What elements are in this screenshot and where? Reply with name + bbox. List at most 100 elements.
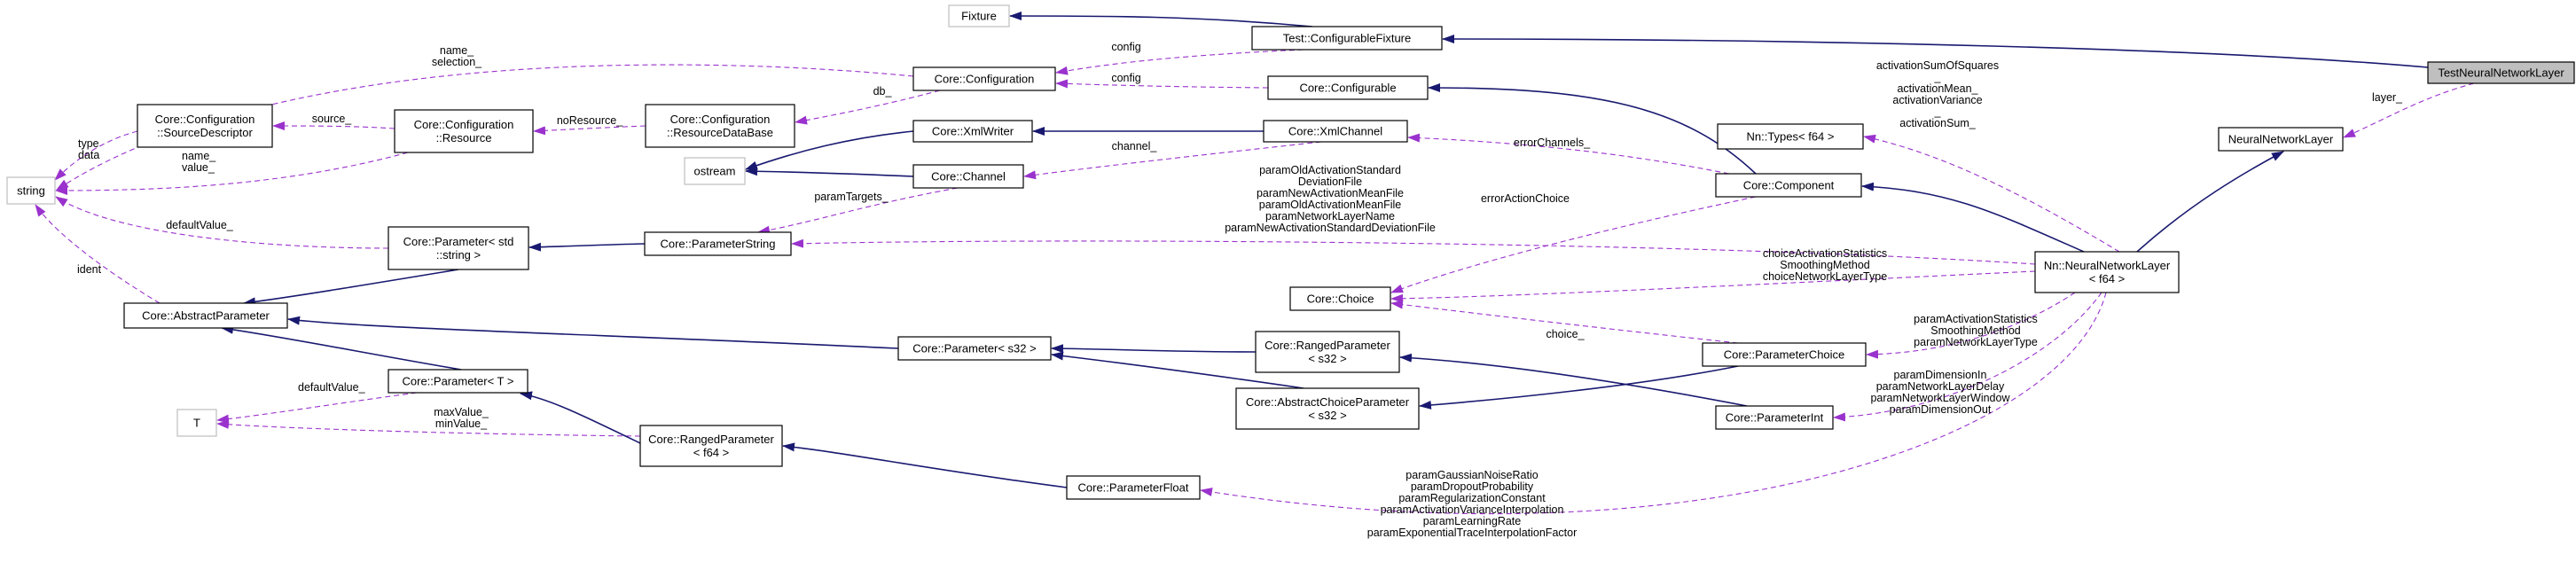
edge-label: noResource_ [557,114,623,127]
edge-label-line: paramNewActivationStandardDeviationFile [1225,222,1436,234]
class-node-label: Nn::NeuralNetworkLayer [2044,259,2171,272]
class-node-box[interactable] [1289,286,1391,311]
class-node-box[interactable] [388,369,529,394]
edge-label-line: paramExponentialTraceInterpolationFactor [1367,527,1577,539]
edge-label-line: SmoothingMethod [1780,259,1870,271]
class-node-testneuralnetworklayer[interactable]: TestNeuralNetworkLayer [2427,61,2575,84]
class-node-box[interactable] [1066,475,1201,500]
class-node-box[interactable] [1263,120,1408,143]
usage-arrow [1866,292,2076,359]
usage-arrow [1407,133,1730,175]
class-node-core-xmlchannel[interactable]: Core::XmlChannel [1263,120,1408,143]
class-node-core-parameter-t[interactable]: Core::Parameter< T > [388,369,529,394]
usage-arrow [55,152,409,195]
usage-arrow [791,238,2036,265]
class-node-core-configurable[interactable]: Core::Configurable [1267,75,1429,100]
class-node-box[interactable] [1717,123,1864,150]
class-node-string[interactable]: string [6,176,56,205]
class-node-core-abstractparameter[interactable]: Core::AbstractParameter [123,302,288,329]
usage-arrow [216,392,418,424]
class-node-box[interactable] [137,104,273,148]
class-node-box[interactable] [912,164,1024,189]
class-node-box[interactable] [684,157,746,185]
class-node-box[interactable] [2427,61,2575,84]
class-node-core-parameterstring[interactable]: Core::ParameterString [644,231,792,256]
inheritance-arrow [1051,344,1257,354]
class-node-fixture[interactable]: Fixture [948,4,1010,27]
class-node-test-configurablefixture[interactable]: Test::ConfigurableFixture [1251,26,1443,51]
class-node-core-parameter-s32[interactable]: Core::Parameter< s32 > [897,336,1052,361]
edge-label-line: minValue_ [435,418,488,430]
edge-label: errorChannels_ [1514,137,1591,149]
class-node-box[interactable] [912,66,1056,91]
inheritance-arrow [1442,35,2429,68]
edge-label-line: SmoothingMethod [1930,324,2021,337]
class-node-core-configuration-resourcedatabase[interactable]: Core::Configuration::ResourceDataBase [645,104,795,148]
class-node-core-configuration-sourcedescriptor[interactable]: Core::Configuration::SourceDescriptor [137,104,273,148]
class-node-box[interactable] [1251,26,1443,51]
class-node-box[interactable] [2034,251,2180,293]
class-node-box[interactable] [176,409,217,437]
class-node-core-parameter-std-string[interactable]: Core::Parameter< std::string > [388,226,529,270]
class-node-box[interactable] [123,302,288,329]
class-node-nn-neuralnetworklayer[interactable]: Nn::NeuralNetworkLayer< f64 > [2034,251,2180,293]
usage-arrow [795,90,941,125]
class-node-core-parameterchoice[interactable]: Core::ParameterChoice [1702,342,1867,367]
class-node-label: Core::XmlChannel [1288,125,1382,138]
edge-label-line: paramTargets_ [814,191,889,203]
class-node-neuralnetworklayer[interactable]: NeuralNetworkLayer [2218,127,2344,152]
edge-label: config [1111,41,1140,53]
class-node-box[interactable] [388,226,529,270]
class-node-box[interactable] [1255,331,1400,373]
edge-label: ident [77,263,102,276]
class-node-box[interactable] [948,4,1010,27]
class-node-core-component[interactable]: Core::Component [1715,173,1862,198]
inheritance-arrow [1009,12,1313,27]
edge-label-line: paramNetworkLayerType [1914,336,2038,348]
class-node-core-xmlwriter[interactable]: Core::XmlWriter [912,120,1033,143]
inheritance-arrow [745,130,914,170]
class-node-box[interactable] [1715,405,1834,430]
edge-label-line: paramOldActivationMeanFile [1259,199,1402,211]
edges-layer [35,12,2475,515]
class-node-core-configuration-resource[interactable]: Core::Configuration::Resource [394,109,534,153]
usage-arrow [1833,292,2102,422]
class-node-box[interactable] [394,109,534,153]
class-node-core-parameterfloat[interactable]: Core::ParameterFloat [1066,475,1201,500]
class-node-core-configuration[interactable]: Core::Configuration [912,66,1056,91]
class-node-ostream[interactable]: ostream [684,157,746,185]
class-node-core-rangedparameter-f64[interactable]: Core::RangedParameter< f64 > [639,425,783,467]
inheritance-arrow [1428,83,1757,175]
class-node-core-channel[interactable]: Core::Channel [912,164,1024,189]
edge-label: paramTargets_ [814,191,889,203]
class-node-box[interactable] [6,176,56,205]
class-node-core-choice[interactable]: Core::Choice [1289,286,1391,311]
class-node-box[interactable] [1267,75,1429,100]
inheritance-arrow [221,324,462,371]
class-node-box[interactable] [912,120,1033,143]
class-node-label: Core::Configuration [935,73,1035,86]
inheritance-arrow [520,391,641,444]
class-node-box[interactable] [1702,342,1867,367]
class-node-box[interactable] [897,336,1052,361]
class-node-box[interactable] [1715,173,1862,198]
class-node-box[interactable] [1235,387,1420,430]
class-node-box[interactable] [639,425,783,467]
usage-arrow [272,121,395,131]
class-node-core-abstractchoiceparameter[interactable]: Core::AbstractChoiceParameter< s32 > [1235,387,1420,430]
edge-label-line: choiceActivationStatistics [1763,247,1887,260]
usage-arrow [216,419,641,437]
class-node-label: Core::Parameter< s32 > [912,342,1036,355]
class-node-box[interactable] [2218,127,2344,152]
class-node-box[interactable] [645,104,795,148]
usage-arrow [1055,49,1304,75]
class-node-core-parameterint[interactable]: Core::ParameterInt [1715,405,1834,430]
class-node-box[interactable] [644,231,792,256]
class-node-nn-types[interactable]: Nn::Types< f64 > [1717,123,1864,150]
class-node-t[interactable]: T [176,409,217,437]
class-node-label: Core::ParameterInt [1726,411,1824,425]
class-node-core-rangedparameter-s32[interactable]: Core::RangedParameter< s32 > [1255,331,1400,373]
